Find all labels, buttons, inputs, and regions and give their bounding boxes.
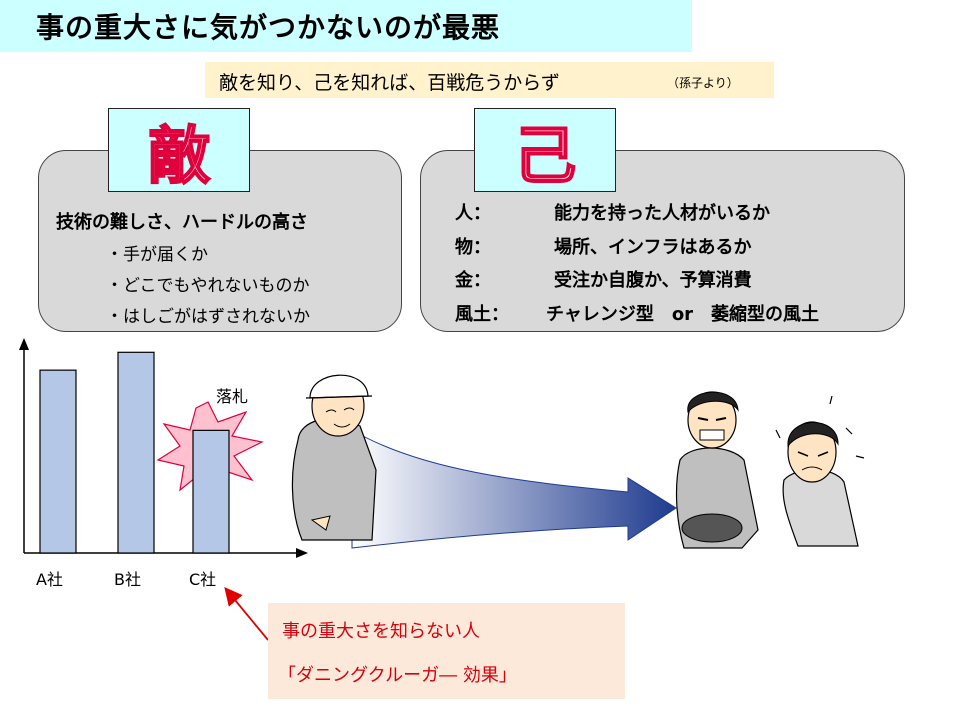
x-axis-arrowhead <box>296 548 308 558</box>
gradient-arrow <box>351 429 677 549</box>
self-row-label: 風土： <box>455 304 509 325</box>
note-box: 事の重大さを知らない人 「ダニングクルーガ― 効果」 <box>268 603 625 699</box>
winning-bid-label: 落札 <box>216 387 249 406</box>
y-axis-arrowhead <box>19 338 29 350</box>
self-row-value: 場所、インフラはあるか <box>554 237 752 258</box>
bar-group <box>39 351 230 554</box>
enemy-kanji-box: 敵 <box>108 108 250 193</box>
x-tick-label: A社 <box>36 570 63 589</box>
bar-A社 <box>39 369 77 554</box>
note-line-1: 事の重大さを知らない人 <box>282 621 480 642</box>
self-row-value: チャレンジ型 or 萎縮型の風土 <box>546 304 820 325</box>
self-row-label: 人： <box>455 203 491 224</box>
quote-box: 敵を知り、己を知れば、百戦危うからず （孫子より） <box>205 62 774 98</box>
grinning-man-figure <box>675 391 759 549</box>
title-bar: 事の重大さに気がつかないのが最悪 <box>0 0 692 52</box>
enemy-item: ・はしごがはずされないか <box>106 307 310 327</box>
red-arrow <box>224 587 269 641</box>
note-line-2: 「ダニングクルーガ― 効果」 <box>278 665 517 686</box>
self-kanji-box: 己 <box>474 108 616 193</box>
enemy-kanji: 敵 <box>147 118 211 193</box>
bar-C社 <box>192 429 230 554</box>
self-row-label: 金： <box>455 270 491 291</box>
self-row-label: 物： <box>455 237 491 258</box>
worker-figure <box>291 374 377 541</box>
enemy-item: ・手が届くか <box>106 245 208 265</box>
self-kanji: 己 <box>513 118 577 193</box>
enemy-heading: 技術の難しさ、ハードルの高さ <box>56 212 308 233</box>
slide-title: 事の重大さに気がつかないのが最悪 <box>36 11 501 44</box>
bar-B社 <box>117 351 155 554</box>
enemy-item: ・どこでもやれないものか <box>106 276 310 296</box>
self-row-value: 受注か自腹か、予算消費 <box>554 270 752 291</box>
x-tick-label: C社 <box>189 570 217 589</box>
self-row-value: 能力を持った人材がいるか <box>554 203 770 224</box>
quote-source: （孫子より） <box>667 76 739 90</box>
x-tick-label: B社 <box>114 570 141 589</box>
quote-text: 敵を知り、己を知れば、百戦危うからず <box>219 72 560 94</box>
worried-man-figure <box>775 395 865 547</box>
